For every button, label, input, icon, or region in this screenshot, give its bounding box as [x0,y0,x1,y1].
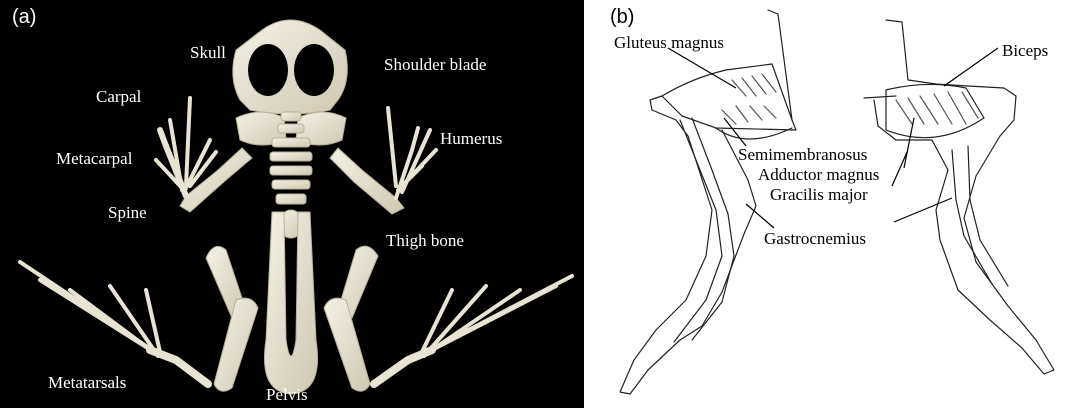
frog-skeleton-illustration [0,0,584,408]
panel-b-label: (b) [610,6,634,29]
pelvis-shape [264,212,317,394]
gastrocnemius-label: Gastrocnemius [764,230,866,247]
spine-label: Spine [108,204,147,221]
biceps-label: Biceps [1002,42,1048,59]
shoulder-blade-label: Shoulder blade [384,56,486,73]
carpal-label: Carpal [96,88,141,105]
skull-label: Skull [190,44,226,61]
right-leg-outline [874,20,1054,374]
adductor-magnus-label: Adductor magnus [758,166,879,183]
semimembranosus-label: Semimembranosus [738,146,867,163]
metacarpal-label: Metacarpal [56,150,132,167]
frog-leg-muscles-illustration [596,0,1072,408]
pelvis-label: Pelvis [266,386,308,403]
metatarsals-label: Metatarsals [48,374,126,391]
humerus-label: Humerus [440,130,502,147]
thigh-bone-label: Thigh bone [386,232,464,249]
gluteus-magnus-label: Gluteus magnus [614,34,724,51]
panel-a-label: (a) [12,6,36,29]
muscle-panel: (b) Gluteus magnus Biceps Semimembranosu… [596,0,1072,408]
skeleton-panel: (a) Skull Shoulder blade Carpal Humerus … [0,0,584,408]
gracilis-major-label: Gracilis major [770,186,868,203]
